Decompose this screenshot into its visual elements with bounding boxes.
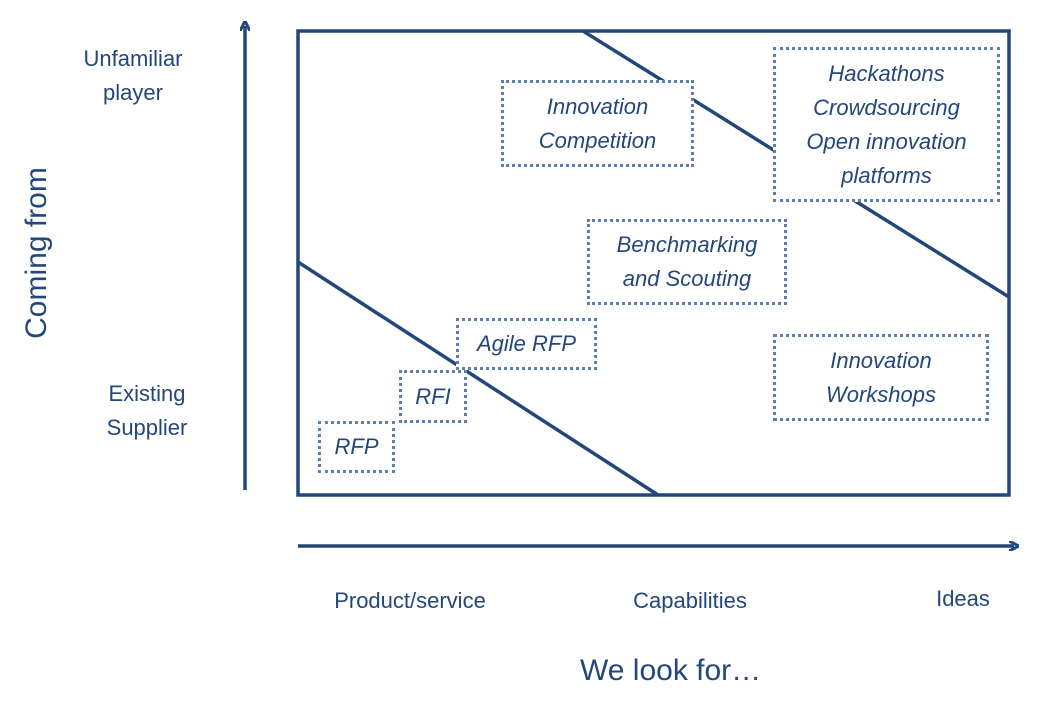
x-axis-title: We look for… bbox=[580, 654, 762, 687]
innovation-workshops-text: Innovation Workshops bbox=[825, 347, 937, 407]
y-axis-title: Coming from bbox=[20, 167, 54, 339]
box-agile-rfp: Agile RFP bbox=[456, 318, 597, 370]
box-innovation-competition: Innovation Competition bbox=[501, 80, 694, 167]
lower-diagonal-line bbox=[297, 260, 659, 497]
y-axis-bottom-label: Existing Supplier bbox=[106, 381, 188, 440]
box-rfi: RFI bbox=[399, 370, 467, 423]
box-benchmarking-scouting: Benchmarking and Scouting bbox=[587, 219, 787, 305]
box-rfp: RFP bbox=[318, 421, 395, 473]
rfi-text: RFI bbox=[415, 383, 451, 409]
rfp-text: RFP bbox=[334, 434, 379, 459]
y-axis-top-label: Unfamiliar player bbox=[83, 46, 183, 105]
box-hackathons-crowdsourcing: Hackathons Crowdsourcing Open innovation… bbox=[773, 47, 1000, 202]
box-innovation-workshops: Innovation Workshops bbox=[773, 334, 989, 421]
hackathons-text: Hackathons Crowdsourcing Open innovation… bbox=[806, 60, 967, 188]
y-axis-title-text: Coming from bbox=[20, 167, 53, 339]
x-axis-label-product-service: Product/service bbox=[334, 588, 486, 613]
innovation-competition-text: Innovation Competition bbox=[538, 93, 657, 153]
x-axis-label-ideas: Ideas bbox=[936, 586, 990, 611]
benchmarking-text: Benchmarking and Scouting bbox=[616, 232, 758, 291]
x-axis-label-capabilities: Capabilities bbox=[633, 588, 747, 613]
agile-rfp-text: Agile RFP bbox=[476, 331, 577, 356]
